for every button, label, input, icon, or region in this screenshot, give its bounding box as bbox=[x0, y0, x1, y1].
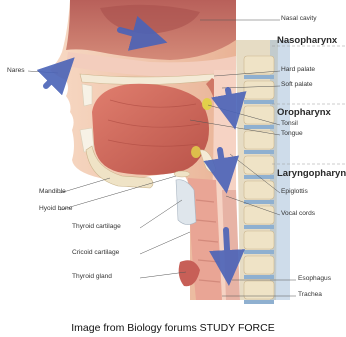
label-hyoid-bone: Hyoid bone bbox=[39, 206, 72, 213]
label-epiglottis: Epiglottis bbox=[281, 189, 308, 196]
airflow-arrow bbox=[226, 230, 228, 268]
label-hard-palate: Hard palate bbox=[281, 67, 315, 74]
label-trachea: Trachea bbox=[298, 292, 322, 299]
region-oropharynx: Oropharynx bbox=[277, 108, 331, 118]
label-thyroid-gland: Thyroid gland bbox=[72, 274, 112, 281]
label-tonsil: Tonsil bbox=[281, 121, 298, 128]
label-nares: Nares bbox=[7, 68, 25, 75]
label-mandible: Mandible bbox=[39, 189, 66, 196]
label-soft-palate: Soft palate bbox=[281, 82, 313, 89]
airflow-arrow bbox=[120, 30, 150, 38]
label-vocal-cords: Vocal cords bbox=[281, 211, 315, 218]
label-tongue: Tongue bbox=[281, 131, 303, 138]
airflow-arrow bbox=[46, 70, 62, 86]
region-nasopharynx: Nasopharynx bbox=[277, 36, 337, 46]
region-laryngopharynx: Laryngopharynx bbox=[277, 169, 346, 179]
figure-caption: Image from Biology forums STUDY FORCE bbox=[0, 322, 346, 334]
label-thyroid-cartilage: Thyroid cartilage bbox=[72, 224, 121, 231]
airflow-arrow bbox=[228, 90, 232, 112]
label-esophagus: Esophagus bbox=[298, 276, 331, 283]
label-nasal-cavity: Nasal cavity bbox=[281, 16, 317, 23]
label-cricoid-cartilage: Cricoid cartilage bbox=[72, 250, 119, 257]
airflow-arrows bbox=[0, 0, 346, 310]
airflow-arrow bbox=[220, 150, 224, 176]
